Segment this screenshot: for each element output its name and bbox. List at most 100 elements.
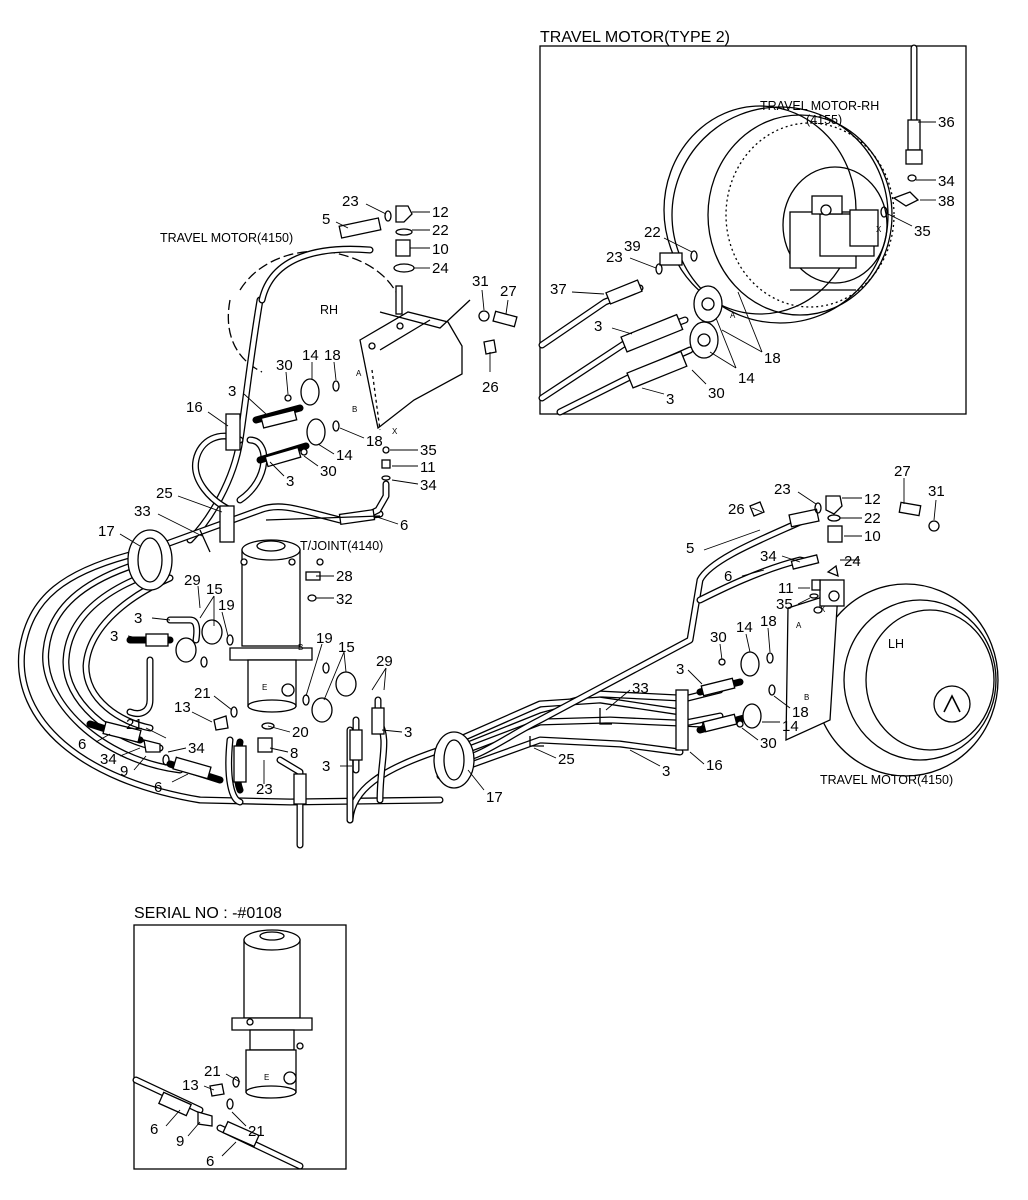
- callout: 20: [292, 724, 309, 741]
- callout: 23: [606, 249, 623, 266]
- callout: 22: [432, 222, 449, 239]
- callout: 17: [98, 523, 115, 540]
- callout: 21: [204, 1063, 221, 1080]
- callout: 15: [206, 581, 223, 598]
- callout: 38: [938, 193, 955, 210]
- callout: 35: [776, 596, 793, 613]
- turning-joint: E B: [229, 539, 313, 713]
- svg-text:E: E: [264, 1073, 269, 1082]
- callout: 10: [432, 241, 449, 258]
- lh-fittings: [696, 495, 940, 734]
- svg-text:X: X: [876, 225, 882, 234]
- callout: 25: [558, 751, 575, 768]
- callout: 14: [336, 447, 353, 464]
- svg-text:A: A: [730, 311, 736, 320]
- svg-text:X: X: [820, 605, 826, 614]
- callout: 30: [708, 385, 725, 402]
- main-hose-bundle: [17, 245, 814, 849]
- callout: 30: [320, 463, 337, 480]
- callout: 16: [706, 757, 723, 774]
- callout: 31: [472, 273, 489, 290]
- callout: 23: [256, 781, 273, 798]
- callout: 36: [938, 114, 955, 131]
- inset-serial: SERIAL NO : -#0108 E: [132, 905, 347, 1170]
- inset-motor-code: (4155): [806, 113, 842, 127]
- callout: 17: [486, 789, 503, 806]
- callout: 19: [316, 630, 333, 647]
- callout: 3: [286, 473, 294, 490]
- callout: 24: [844, 553, 861, 570]
- callout: 13: [174, 699, 191, 716]
- lh-callouts: 27 31 23 12 26 22 10 5 24 34 6 11 35: [533, 463, 945, 780]
- rh-callouts: 23 12 5 22 10 24 31 27 26 30 14 18 3: [186, 193, 517, 534]
- callout: 33: [134, 503, 151, 520]
- callout: 26: [482, 379, 499, 396]
- inset-type2-title: TRAVEL MOTOR(TYPE 2): [540, 29, 730, 46]
- callout: 24: [432, 260, 449, 277]
- callout: 18: [324, 347, 341, 364]
- callout: 12: [864, 491, 881, 508]
- callout: 13: [182, 1077, 199, 1094]
- callout: 6: [724, 568, 732, 585]
- callout: 5: [322, 211, 330, 228]
- callout: 31: [928, 483, 945, 500]
- travel-motor-rh-type2: [663, 105, 895, 324]
- callout: 3: [228, 383, 236, 400]
- callout: 34: [420, 477, 437, 494]
- callout: 27: [894, 463, 911, 480]
- callout: 15: [338, 639, 355, 656]
- center-callouts: 25 33 17 28 32 29 15 19 3 3 19 15: [78, 485, 503, 806]
- inset-serial-hoses: [132, 1076, 304, 1170]
- svg-text:B: B: [352, 405, 357, 414]
- callout: 27: [500, 283, 517, 300]
- callout: 23: [342, 193, 359, 210]
- callout: 6: [150, 1121, 158, 1138]
- svg-text:B: B: [298, 643, 303, 652]
- callout: 21: [126, 716, 143, 733]
- motor-lh-label: TRAVEL MOTOR(4150): [820, 773, 953, 787]
- callout: 11: [420, 459, 436, 476]
- callout: 21: [194, 685, 211, 702]
- joint-fittings: [86, 558, 385, 805]
- callout: 22: [864, 510, 881, 527]
- callout: 3: [322, 758, 330, 775]
- callout: 39: [624, 238, 641, 255]
- callout: 14: [736, 619, 753, 636]
- joint-label: T/JOINT(4140): [300, 539, 383, 553]
- callout: 10: [864, 528, 881, 545]
- callout: 22: [644, 224, 661, 241]
- callout: 16: [186, 399, 203, 416]
- callout: 3: [662, 763, 670, 780]
- callout: 35: [420, 442, 437, 459]
- callout: 18: [764, 350, 781, 367]
- callout: 21: [248, 1123, 265, 1140]
- callout: 18: [366, 433, 383, 450]
- callout: 34: [188, 740, 205, 757]
- callout: 18: [760, 613, 777, 630]
- inset-type2-callouts: 36 34 38 35 22 39 23 37 3 18 14 30 3: [550, 114, 955, 408]
- callout: 25: [156, 485, 173, 502]
- callout: 5: [686, 540, 694, 557]
- svg-text:A: A: [796, 621, 802, 630]
- svg-text:E: E: [262, 683, 267, 692]
- callout: 30: [760, 735, 777, 752]
- callout: 34: [760, 548, 777, 565]
- callout: 6: [78, 736, 86, 753]
- callout: 19: [218, 597, 235, 614]
- callout: 3: [404, 724, 412, 741]
- callout: 6: [206, 1153, 214, 1170]
- callout: 11: [778, 580, 794, 597]
- turning-joint-serial: E: [231, 929, 313, 1099]
- inset-type2-hoses: A X: [538, 44, 923, 416]
- callout: 3: [666, 391, 674, 408]
- svg-text:A: A: [356, 369, 362, 378]
- callout: 12: [432, 204, 449, 221]
- travel-motor-rh: RH A B X: [227, 250, 463, 436]
- callout: 6: [154, 779, 162, 796]
- callout: 3: [110, 628, 118, 645]
- callout: 34: [100, 751, 117, 768]
- motor-rh-label: TRAVEL MOTOR(4150): [160, 231, 293, 245]
- callout: 14: [302, 347, 319, 364]
- callout: 23: [774, 481, 791, 498]
